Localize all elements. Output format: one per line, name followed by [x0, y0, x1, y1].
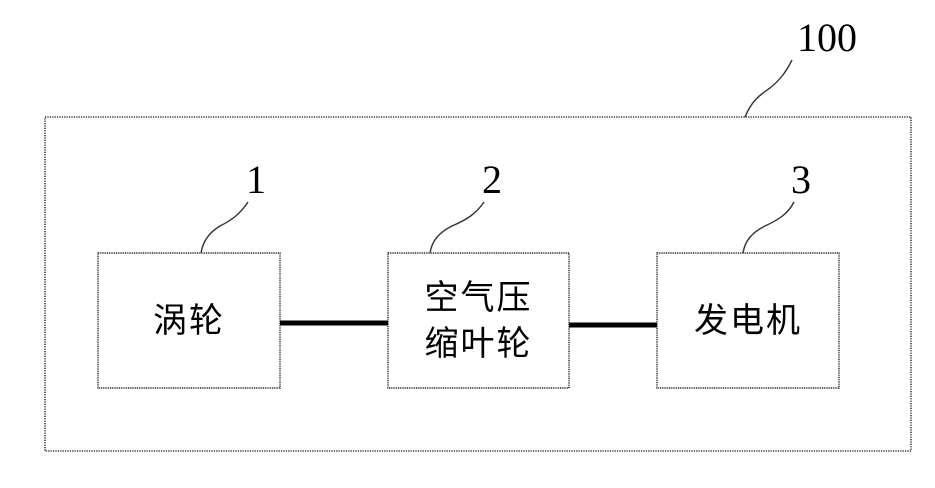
ref-number-100: 100 [797, 18, 857, 58]
leader-line-3 [743, 202, 794, 253]
ref-number-3: 3 [791, 160, 811, 200]
compressor-impeller-label: 空气压 缩叶轮 [388, 253, 569, 388]
leader-line-100 [745, 60, 792, 117]
turbine-label: 涡轮 [98, 253, 280, 388]
generator-label: 发电机 [657, 253, 839, 388]
leader-line-1 [201, 202, 248, 253]
leader-line-2 [430, 202, 484, 253]
ref-number-2: 2 [482, 160, 502, 200]
ref-number-1: 1 [246, 160, 266, 200]
